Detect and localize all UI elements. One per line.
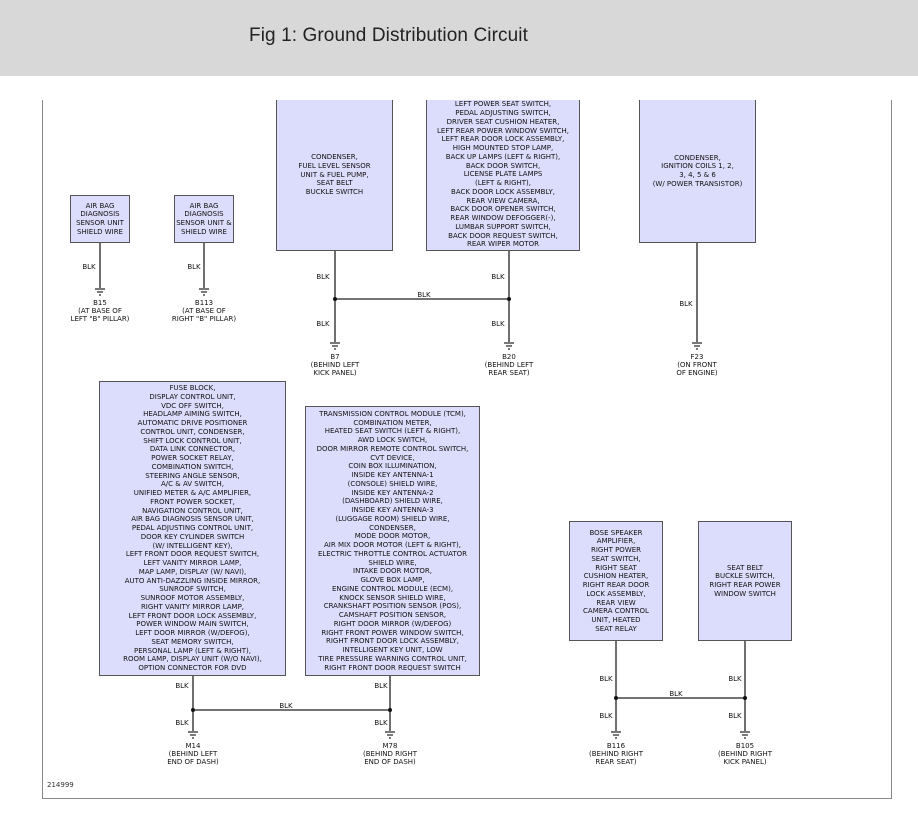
ground-label-f23: F23 (ON FRONT OF ENGINE)	[676, 353, 718, 377]
splice-dot	[388, 708, 392, 712]
component-tcm-group: TRANSMISSION CONTROL MODULE (TCM), COMBI…	[305, 406, 480, 676]
splice-dot	[507, 297, 511, 301]
ground-label-m14: M14 (BEHIND LEFT END OF DASH)	[167, 742, 219, 766]
component-airbag-sensor-shield-left: AIR BAG DIAGNOSIS SENSOR UNIT SHIELD WIR…	[70, 195, 130, 243]
component-condenser-fuel-pump: CONDENSER, FUEL LEVEL SENSOR UNIT & FUEL…	[276, 100, 393, 251]
wire-color-label: BLK	[316, 320, 330, 328]
wire-color-label: BLK	[374, 719, 388, 727]
ground-label-b15: B15 (AT BASE OF LEFT "B" PILLAR)	[70, 299, 130, 323]
wire-color-label: BLK	[316, 273, 330, 281]
component-seat-belt-right-group: SEAT BELT BUCKLE SWITCH, RIGHT REAR POWE…	[698, 521, 792, 641]
wire-color-label: BLK	[669, 690, 683, 698]
wire-color-label: BLK	[187, 263, 201, 271]
component-bose-amplifier-group: BOSE SPEAKER AMPLIFIER, RIGHT POWER SEAT…	[569, 521, 663, 641]
figure-title: Fig 1: Ground Distribution Circuit	[249, 25, 529, 46]
splice-dot	[614, 696, 618, 700]
ground-label-b116: B116 (BEHIND RIGHT REAR SEAT)	[588, 742, 644, 766]
splice-dot	[743, 696, 747, 700]
ground-label-b105: B105 (BEHIND RIGHT KICK PANEL)	[717, 742, 773, 766]
wire-color-label: BLK	[728, 675, 742, 683]
wire-color-label: BLK	[417, 291, 431, 299]
component-ignition-coils: CONDENSER, IGNITION COILS 1, 2, 3, 4, 5 …	[639, 100, 756, 243]
figure-header: Fig 1: Ground Distribution Circuit	[0, 0, 918, 76]
wire-color-label: BLK	[491, 273, 505, 281]
ground-icon	[188, 731, 198, 739]
wire-color-label: BLK	[491, 320, 505, 328]
wire-color-label: BLK	[679, 300, 693, 308]
component-power-seat-group: LEFT POWER SEAT SWITCH, PEDAL ADJUSTING …	[426, 100, 580, 251]
ground-icon	[330, 342, 340, 350]
ground-icon	[385, 731, 395, 739]
splice-dot	[191, 708, 195, 712]
component-airbag-sensor-shield-right: AIR BAG DIAGNOSIS SENSOR UNIT & SHIELD W…	[174, 195, 234, 243]
ground-icon	[95, 288, 105, 296]
wire-color-label: BLK	[279, 702, 293, 710]
wire-color-label: BLK	[599, 675, 613, 683]
component-fuse-block-group: FUSE BLOCK, DISPLAY CONTROL UNIT, VDC OF…	[99, 381, 286, 676]
wire-color-label: BLK	[599, 712, 613, 720]
ground-label-b7: B7 (BEHIND LEFT KICK PANEL)	[310, 353, 360, 377]
ground-icon	[740, 731, 750, 739]
wire-color-label: BLK	[82, 263, 96, 271]
document-id: 214999	[47, 781, 74, 789]
ground-label-m78: M78 (BEHIND RIGHT END OF DASH)	[362, 742, 418, 766]
ground-label-b20: B20 (BEHIND LEFT REAR SEAT)	[484, 353, 534, 377]
splice-dot	[333, 297, 337, 301]
wire-color-label: BLK	[175, 719, 189, 727]
wire-color-label: BLK	[175, 682, 189, 690]
ground-icon	[199, 288, 209, 296]
ground-icon	[504, 342, 514, 350]
wire-color-label: BLK	[374, 682, 388, 690]
ground-icon	[692, 342, 702, 350]
wire-color-label: BLK	[728, 712, 742, 720]
ground-icon	[611, 731, 621, 739]
ground-label-b113: B113 (AT BASE OF RIGHT "B" PILLAR)	[171, 299, 237, 323]
